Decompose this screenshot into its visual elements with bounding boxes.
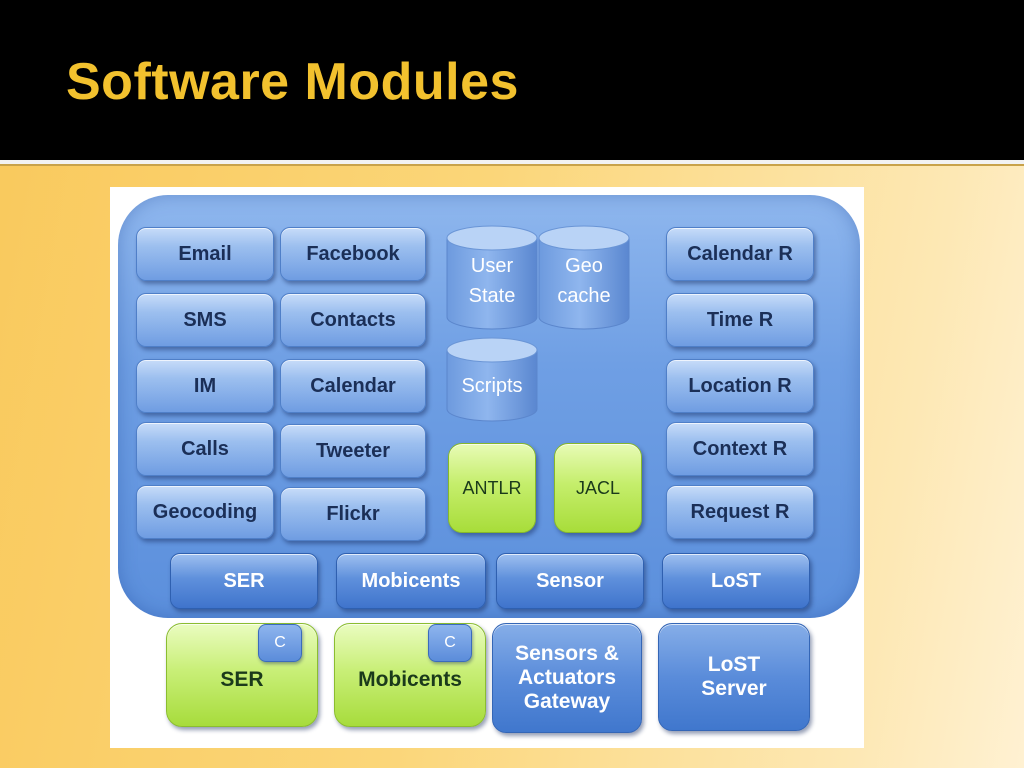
ser-client-badge: C [258,624,302,662]
module-calendar: Calendar [280,359,426,413]
module-contacts: Contacts [280,293,426,347]
gateway-label-3: Gateway [523,690,611,714]
ser-server-label: SER [220,668,264,691]
geo-cache-store: Geo cache [538,225,630,330]
module-facebook: Facebook [280,227,426,281]
bus-mobicents: Mobicents [336,553,486,609]
database-cylinder-icon [446,337,538,422]
user-state-store: User State [446,225,538,330]
module-context-r: Context R [666,422,814,476]
slide-header [0,0,1024,160]
module-geocoding: Geocoding [136,485,274,539]
module-email: Email [136,227,274,281]
header-divider-shadow [0,164,1024,166]
database-cylinder-icon [538,225,630,330]
module-tweeter: Tweeter [280,424,426,478]
module-request-r: Request R [666,485,814,539]
module-calendar-r: Calendar R [666,227,814,281]
gateway-label-1: Sensors & [515,641,619,665]
module-im: IM [136,359,274,413]
module-calls: Calls [136,422,274,476]
module-location-r: Location R [666,359,814,413]
geo-cache-label-1: Geo [565,255,603,277]
database-cylinder-icon [446,225,538,330]
tool-jacl: JACL [554,443,642,533]
gateway-label-2: Actuators [517,665,617,689]
mobicents-client-badge: C [428,624,472,662]
lost-server-label-1: LoST [707,652,761,676]
bus-lost: LoST [662,553,810,609]
geo-cache-label-2: cache [557,285,611,307]
user-state-label-2: State [468,285,516,307]
scripts-label: Scripts [461,375,523,397]
software-modules-diagram: Email SMS IM Calls Geocoding Facebook Co… [110,187,864,748]
module-time-r: Time R [666,293,814,347]
slide-title: Software Modules [66,53,519,111]
user-state-label-1: User [470,255,514,277]
scripts-store: Scripts [446,337,538,422]
lost-server-label-2: Server [701,677,767,700]
lost-server: LoST Server [658,623,810,731]
bus-ser: SER [170,553,318,609]
module-flickr: Flickr [280,487,426,541]
mobicents-server-label: Mobicents [358,668,462,691]
bus-sensor: Sensor [496,553,644,609]
header-divider [0,160,1024,164]
module-sms: SMS [136,293,274,347]
tool-antlr: ANTLR [448,443,536,533]
sensors-actuators-gateway: Sensors & Actuators Gateway [492,623,642,733]
